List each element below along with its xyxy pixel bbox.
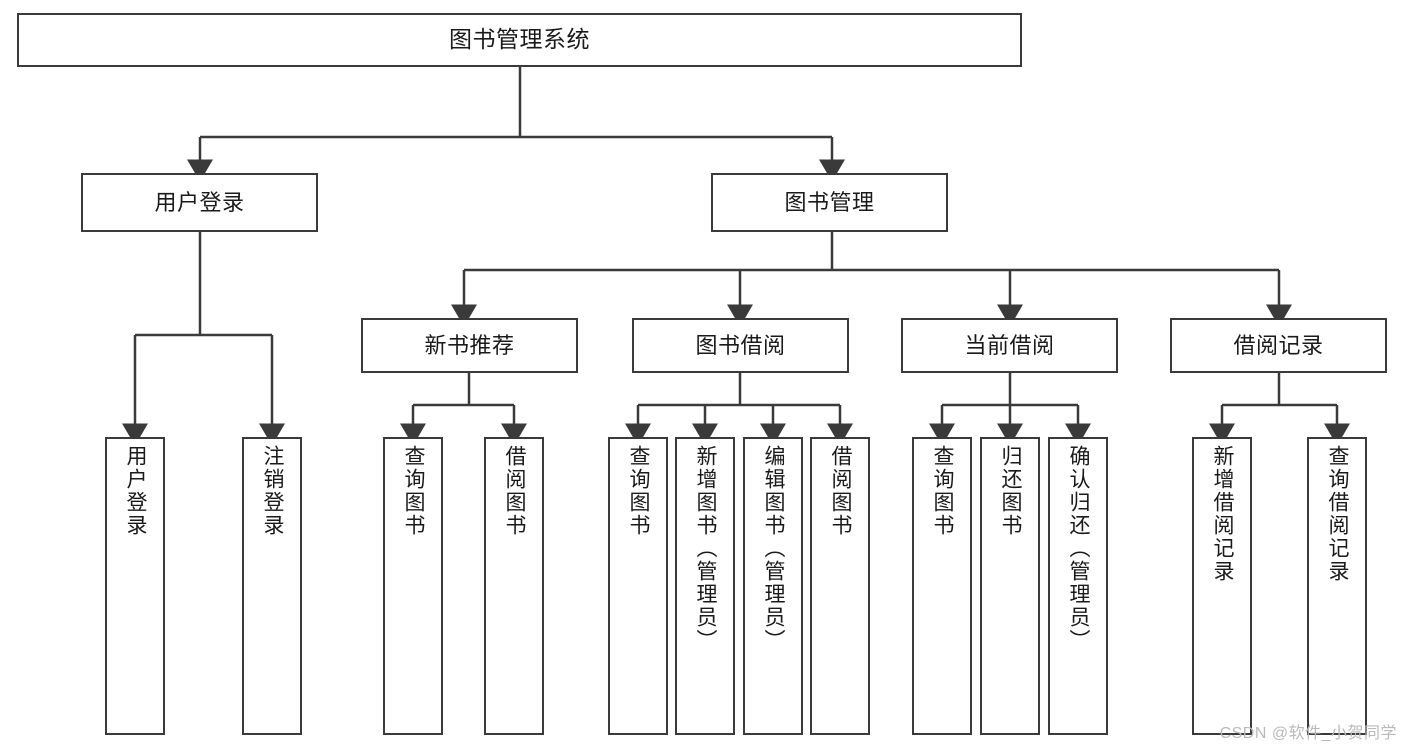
node-leaf-return-book[interactable]: 归还图书: [980, 437, 1040, 735]
node-label: 查询图书: [931, 445, 955, 537]
node-label: 图书管理: [784, 189, 875, 215]
node-current-borrow[interactable]: 当前借阅: [901, 318, 1118, 373]
node-leaf-query-record[interactable]: 查询借阅记录: [1307, 437, 1367, 735]
node-leaf-logout[interactable]: 注销登录: [242, 437, 302, 735]
node-leaf-borrow-books-2[interactable]: 借阅图书: [810, 437, 870, 735]
node-leaf-query-books-3[interactable]: 查询图书: [912, 437, 972, 735]
node-label: 借阅图书: [829, 445, 853, 537]
node-leaf-query-books-1[interactable]: 查询图书: [383, 437, 443, 735]
node-label: 图书管理系统: [449, 26, 590, 53]
node-book-management[interactable]: 图书管理: [711, 173, 948, 232]
node-label: 查询图书: [627, 445, 651, 537]
node-label: 新增借阅记录: [1211, 445, 1235, 583]
node-label: 图书借阅: [695, 332, 786, 358]
node-label: 确认归还（管理员）: [1067, 445, 1091, 652]
node-label: 借阅记录: [1233, 332, 1324, 358]
node-book-borrow[interactable]: 图书借阅: [632, 318, 849, 373]
node-leaf-edit-book[interactable]: 编辑图书（管理员）: [743, 437, 803, 735]
node-label: 编辑图书（管理员）: [762, 445, 786, 652]
node-label: 归还图书: [999, 445, 1023, 537]
node-borrow-record[interactable]: 借阅记录: [1170, 318, 1387, 373]
node-label: 查询图书: [402, 445, 426, 537]
node-label: 查询借阅记录: [1326, 445, 1350, 583]
node-user-login[interactable]: 用户登录: [81, 173, 318, 232]
node-label: 用户登录: [124, 445, 148, 537]
node-label: 新增图书（管理员）: [694, 445, 718, 652]
node-leaf-add-record[interactable]: 新增借阅记录: [1192, 437, 1252, 735]
node-new-book-recommend[interactable]: 新书推荐: [361, 318, 578, 373]
watermark-text: CSDN @软件_小贺同学: [1219, 725, 1397, 742]
node-label: 当前借阅: [964, 332, 1055, 358]
node-label: 用户登录: [154, 189, 245, 215]
node-label: 借阅图书: [503, 445, 527, 537]
node-label: 新书推荐: [424, 332, 515, 358]
node-leaf-add-book[interactable]: 新增图书（管理员）: [675, 437, 735, 735]
node-leaf-user-login[interactable]: 用户登录: [105, 437, 165, 735]
node-leaf-confirm-return[interactable]: 确认归还（管理员）: [1048, 437, 1108, 735]
node-leaf-borrow-books-1[interactable]: 借阅图书: [484, 437, 544, 735]
node-label: 注销登录: [261, 445, 285, 537]
node-root-book-management-system[interactable]: 图书管理系统: [17, 13, 1022, 67]
node-leaf-query-books-2[interactable]: 查询图书: [608, 437, 668, 735]
